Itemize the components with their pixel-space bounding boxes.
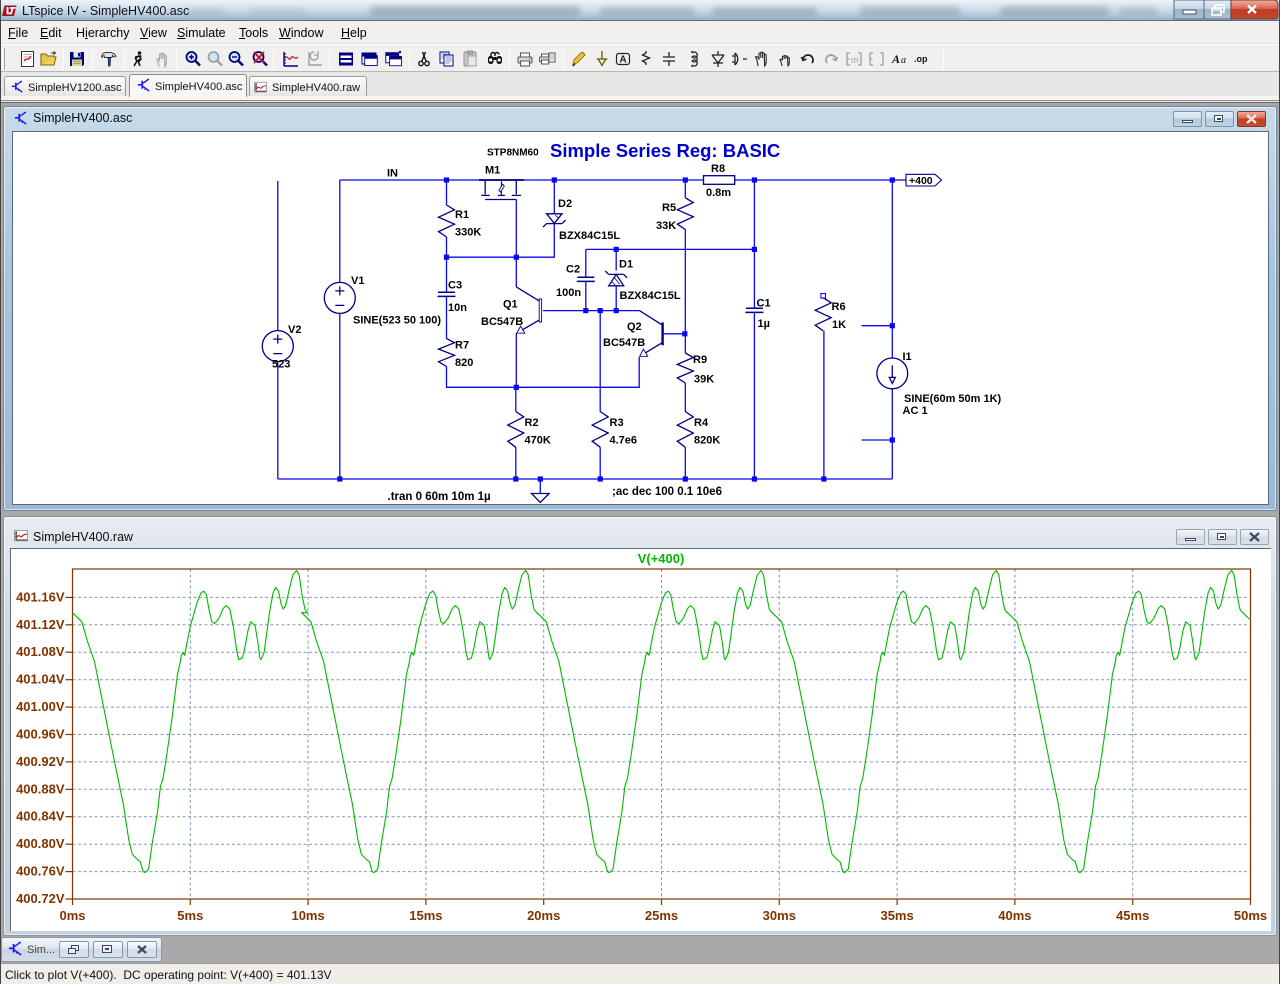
svg-text:.op: .op — [914, 54, 928, 64]
svg-text:C1: C1 — [757, 297, 771, 309]
svg-text:401.00V: 401.00V — [16, 699, 65, 714]
svg-text:BC547B: BC547B — [481, 316, 523, 328]
svg-text:R1: R1 — [455, 209, 469, 221]
svg-text:M1: M1 — [485, 165, 500, 177]
svg-text:15ms: 15ms — [409, 908, 442, 923]
svg-text:Q2: Q2 — [627, 321, 642, 333]
svg-text:R8: R8 — [711, 163, 725, 175]
svg-text:35ms: 35ms — [880, 908, 913, 923]
svg-text:Simple Series Reg: BASIC: Simple Series Reg: BASIC — [550, 140, 780, 161]
svg-text:33K: 33K — [656, 220, 676, 232]
svg-text:401.08V: 401.08V — [16, 644, 65, 659]
svg-text:V2: V2 — [288, 324, 301, 336]
svg-text:25ms: 25ms — [645, 908, 678, 923]
svg-text:401.16V: 401.16V — [16, 589, 65, 604]
svg-text:;ac dec 100 0.1 10e6: ;ac dec 100 0.1 10e6 — [612, 486, 722, 498]
svg-text:470K: 470K — [525, 435, 551, 447]
svg-text:820K: 820K — [694, 435, 720, 447]
svg-text:AC 1: AC 1 — [903, 405, 928, 417]
svg-text:BZX84C15L: BZX84C15L — [620, 290, 681, 302]
svg-text:R7: R7 — [455, 340, 469, 352]
svg-text:SINE(523 50 100): SINE(523 50 100) — [353, 315, 441, 327]
svg-text:D1: D1 — [619, 259, 633, 271]
svg-text:330K: 330K — [455, 227, 481, 239]
svg-text:400.80V: 400.80V — [16, 836, 65, 851]
svg-text:A: A — [891, 52, 900, 66]
svg-text:1K: 1K — [832, 319, 846, 331]
svg-text:I1: I1 — [903, 351, 912, 363]
svg-text:R6: R6 — [832, 301, 846, 313]
svg-text:A: A — [619, 55, 626, 66]
svg-text:100n: 100n — [556, 287, 581, 299]
svg-text:a: a — [901, 55, 906, 66]
svg-text:45ms: 45ms — [1116, 908, 1149, 923]
svg-text:39K: 39K — [694, 373, 714, 385]
svg-text:400.92V: 400.92V — [16, 754, 65, 769]
svg-text:+400: +400 — [909, 175, 933, 187]
svg-text:C2: C2 — [566, 264, 580, 276]
svg-text:STP8NM60: STP8NM60 — [487, 148, 539, 159]
svg-text:20ms: 20ms — [527, 908, 560, 923]
svg-text:400.88V: 400.88V — [16, 781, 65, 796]
svg-text:R9: R9 — [693, 354, 707, 366]
svg-text:R3: R3 — [610, 417, 624, 429]
svg-text:5ms: 5ms — [177, 908, 203, 923]
svg-text:1µ: 1µ — [758, 318, 770, 330]
svg-text:10n: 10n — [448, 302, 467, 314]
svg-text:401.04V: 401.04V — [16, 672, 65, 687]
svg-text:0ms: 0ms — [59, 908, 85, 923]
svg-text:BZX84C15L: BZX84C15L — [559, 230, 620, 242]
svg-text:C3: C3 — [448, 280, 462, 292]
svg-text:400.84V: 400.84V — [16, 809, 65, 824]
svg-text:R2: R2 — [525, 417, 539, 429]
svg-text:.tran 0 60m 10m 1µ: .tran 0 60m 10m 1µ — [388, 491, 491, 503]
svg-text:Q1: Q1 — [503, 299, 518, 311]
svg-text:IN: IN — [387, 168, 398, 180]
svg-text:30ms: 30ms — [763, 908, 796, 923]
svg-text:523: 523 — [272, 358, 290, 370]
svg-text:4.7e6: 4.7e6 — [610, 435, 638, 447]
svg-text:V1: V1 — [351, 275, 364, 287]
svg-text:D2: D2 — [558, 198, 572, 210]
svg-text:R5: R5 — [662, 202, 676, 214]
svg-text:400.96V: 400.96V — [16, 727, 65, 742]
svg-text:0.8m: 0.8m — [706, 187, 731, 199]
svg-text:50ms: 50ms — [1234, 908, 1267, 923]
svg-text:10ms: 10ms — [291, 908, 324, 923]
svg-text:BC547B: BC547B — [603, 337, 645, 349]
svg-text:SINE(60m 50m 1K): SINE(60m 50m 1K) — [904, 393, 1002, 405]
svg-text:m: m — [851, 55, 859, 65]
svg-text:40ms: 40ms — [998, 908, 1031, 923]
svg-text:400.72V: 400.72V — [16, 891, 65, 906]
svg-text:401.12V: 401.12V — [16, 617, 65, 632]
svg-text:V(+400): V(+400) — [638, 551, 685, 566]
svg-text:400.76V: 400.76V — [16, 864, 65, 879]
svg-text:820: 820 — [455, 357, 473, 369]
svg-text:R4: R4 — [694, 417, 709, 429]
